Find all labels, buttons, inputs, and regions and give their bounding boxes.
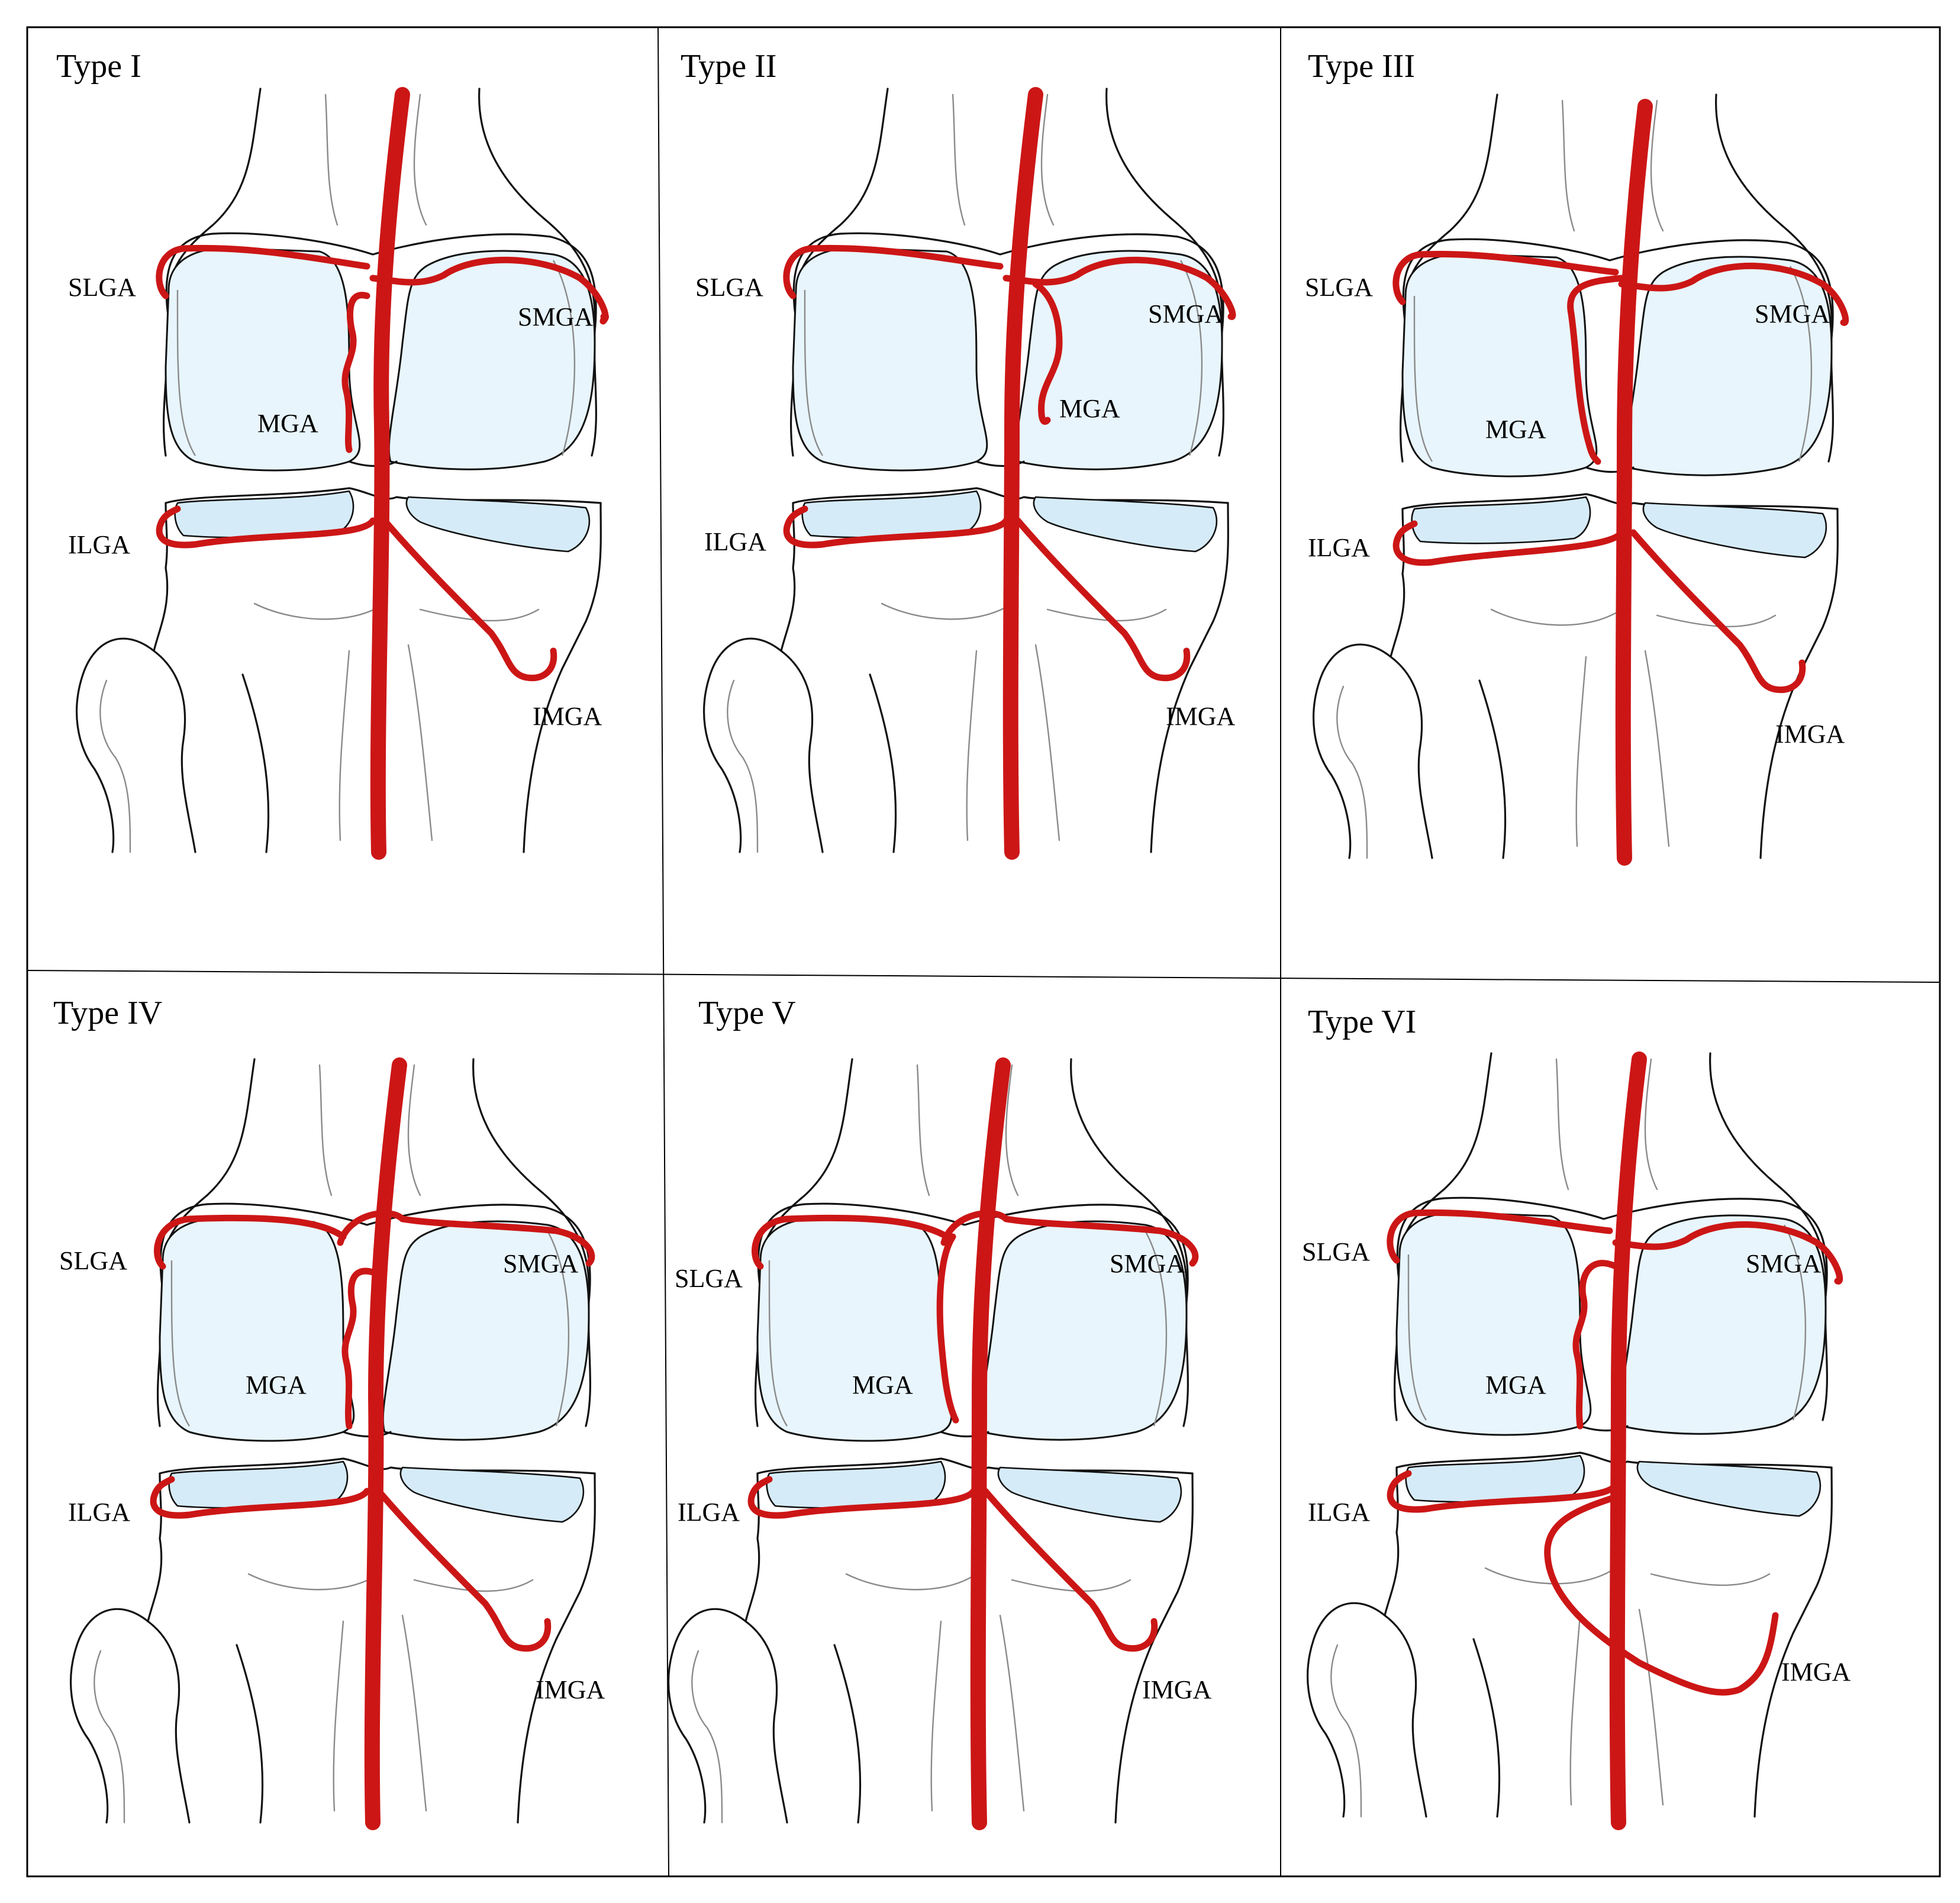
panel-type-2: Type II SLGA SMGA MGA ILGA IMGA: [681, 48, 1236, 860]
label-ilga: ILGA: [678, 1498, 740, 1527]
imga-artery: [1630, 529, 1806, 694]
label-slga: SLGA: [695, 273, 763, 302]
panel-type-1: Type I SLGA SMGA MGA ILGA IMGA: [56, 48, 610, 860]
ilga-artery: [1392, 520, 1625, 566]
label-slga: SLGA: [59, 1246, 127, 1275]
label-slga: SLGA: [1302, 1237, 1370, 1266]
ilga-artery: [1387, 1470, 1619, 1513]
label-slga: SLGA: [68, 273, 136, 302]
panel-title: Type I: [56, 48, 141, 85]
popliteal-artery: [1002, 87, 1043, 860]
panel-type-3: Type III SLGA SMGA MGA ILGA IMGA: [1305, 48, 1849, 866]
label-slga: SLGA: [1305, 273, 1373, 302]
smga-artery: [1618, 262, 1849, 326]
label-mga: MGA: [246, 1370, 307, 1399]
panel-title: Type II: [681, 48, 776, 85]
label-mga: MGA: [1485, 415, 1546, 444]
panel-title: Type VI: [1308, 1004, 1416, 1040]
label-smga: SMGA: [503, 1249, 578, 1278]
label-smga: SMGA: [1148, 299, 1223, 328]
label-mga: MGA: [1485, 1370, 1546, 1399]
smga-artery: [940, 1209, 1199, 1267]
ilga-artery: [156, 505, 376, 549]
imga-artery: [1544, 1494, 1779, 1696]
label-ilga: ILGA: [1308, 1498, 1370, 1527]
label-imga: IMGA: [533, 702, 602, 731]
row-divider: [27, 970, 1940, 983]
label-imga: IMGA: [1781, 1657, 1851, 1686]
label-imga: IMGA: [536, 1675, 605, 1704]
label-smga: SMGA: [1110, 1249, 1185, 1278]
label-smga: SMGA: [1755, 299, 1830, 328]
smga-artery: [1002, 256, 1236, 320]
label-imga: IMGA: [1775, 720, 1845, 749]
mga-artery: [341, 1267, 376, 1430]
panel-title: Type IV: [53, 995, 162, 1031]
label-ilga: ILGA: [704, 527, 766, 556]
mga-artery: [1572, 1260, 1619, 1430]
label-mga: MGA: [852, 1370, 913, 1399]
panel-type-4: Type IV SLGA SMGA MGA ILGA IMGA: [53, 995, 605, 1830]
mga-artery: [1032, 280, 1063, 425]
label-slga: SLGA: [675, 1264, 743, 1293]
figure-frame: [26, 26, 1941, 1878]
slga-artery: [156, 244, 370, 299]
label-smga: SMGA: [1746, 1249, 1821, 1278]
slga-artery: [1392, 250, 1619, 305]
column-divider-1: [657, 27, 669, 1877]
imga-artery: [1014, 517, 1191, 682]
ilga-artery: [150, 1476, 370, 1519]
label-ilga: ILGA: [68, 1498, 130, 1527]
label-ilga: ILGA: [1308, 533, 1370, 562]
ilga-artery: [783, 505, 1010, 549]
popliteal-artery: [970, 1057, 1011, 1830]
panel-title: Type III: [1308, 48, 1415, 85]
mga-artery: [341, 292, 370, 453]
imga-artery: [381, 517, 557, 682]
slga-artery: [154, 1214, 347, 1270]
smga-artery: [369, 256, 610, 325]
label-imga: IMGA: [1166, 702, 1236, 731]
label-ilga: ILGA: [68, 530, 130, 559]
ilga-artery: [747, 1476, 977, 1519]
popliteal-artery: [1615, 99, 1653, 866]
label-smga: SMGA: [518, 302, 593, 331]
label-imga: IMGA: [1142, 1675, 1212, 1704]
mga-artery: [936, 1233, 959, 1424]
popliteal-artery: [370, 87, 410, 860]
imga-artery: [982, 1488, 1158, 1652]
smga-artery: [1612, 1221, 1843, 1285]
panel-type-6: Type VI SLGA SMGA MGA ILGA IMGA: [1302, 1004, 1851, 1830]
imga-artery: [375, 1488, 552, 1652]
panel-type-5: Type V SLGA SMGA MGA ILGA IMGA: [667, 995, 1212, 1830]
smga-artery: [337, 1209, 595, 1267]
slga-artery: [1387, 1209, 1613, 1264]
label-mga: MGA: [257, 409, 318, 438]
slga-artery: [752, 1214, 950, 1270]
label-mga: MGA: [1059, 394, 1120, 423]
popliteal-artery: [1609, 1052, 1647, 1830]
panel-title: Type V: [698, 995, 796, 1031]
popliteal-artery: [364, 1057, 407, 1830]
mga-artery: [1567, 275, 1625, 465]
slga-artery: [783, 244, 1004, 299]
